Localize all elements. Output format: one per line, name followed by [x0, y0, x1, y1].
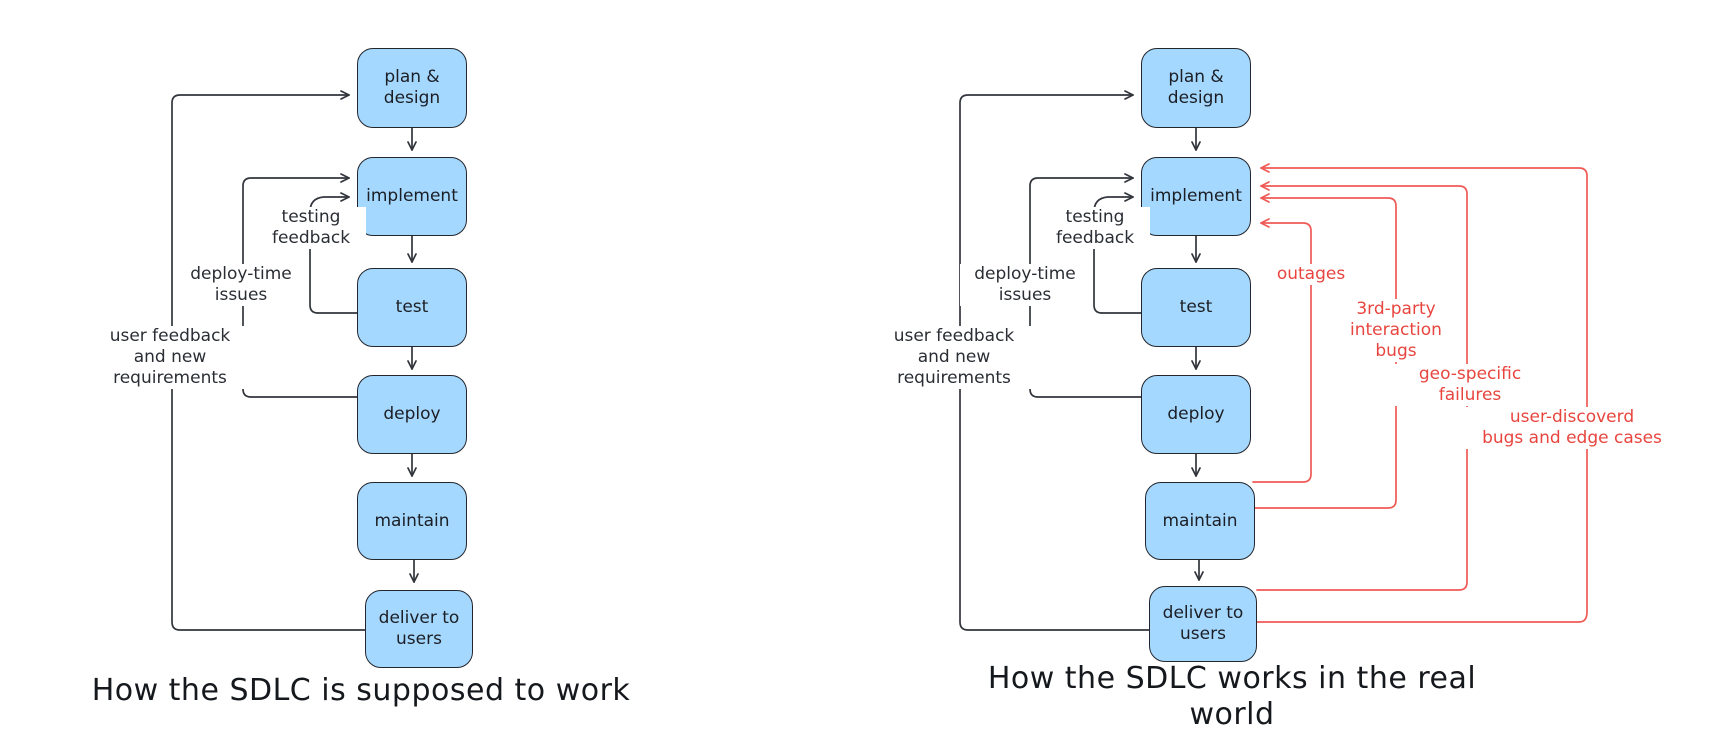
label-user-feedback-right: user feedback and new requirements: [874, 326, 1034, 389]
node-deploy-left: deploy: [357, 375, 467, 454]
node-test-right: test: [1141, 268, 1251, 347]
arrow-testing-feedback-loop-right: [1093, 192, 1142, 314]
label-testing-feedback-right: testing feedback: [1040, 207, 1150, 249]
label-testing-feedback-left: testing feedback: [256, 207, 366, 249]
label-third-party-interaction-bugs: 3rd-party interaction bugs: [1331, 299, 1461, 362]
node-maintain-left: maintain: [357, 482, 467, 560]
label-deploy-time-issues-left: deploy-time issues: [176, 264, 306, 306]
arrow-user-discovered-deliver-to-implement: [1256, 163, 1588, 623]
label-deploy-time-issues-right: deploy-time issues: [960, 264, 1090, 306]
arrow-outages-maintain-to-implement: [1252, 218, 1312, 483]
node-maintain-right: maintain: [1145, 482, 1255, 560]
label-user-feedback-left: user feedback and new requirements: [90, 326, 250, 389]
caption-left: How the SDLC is supposed to work: [91, 673, 631, 708]
node-plan-design-left: plan & design: [357, 48, 467, 128]
node-implement-left: implement: [357, 157, 467, 236]
arrow-testing-feedback-loop-left: [309, 192, 358, 314]
node-implement-right: implement: [1141, 157, 1251, 236]
caption-right: How the SDLC works in the real world: [987, 661, 1477, 730]
node-test-left: test: [357, 268, 467, 347]
node-deploy-right: deploy: [1141, 375, 1251, 454]
node-deliver-right: deliver to users: [1149, 586, 1257, 662]
label-outages: outages: [1261, 264, 1361, 285]
label-geo-specific-failures: geo-specific failures: [1392, 364, 1548, 406]
node-plan-design-right: plan & design: [1141, 48, 1251, 128]
label-user-discovered-bugs: user-discoverd bugs and edge cases: [1462, 407, 1682, 449]
node-deliver-left: deliver to users: [365, 590, 473, 668]
